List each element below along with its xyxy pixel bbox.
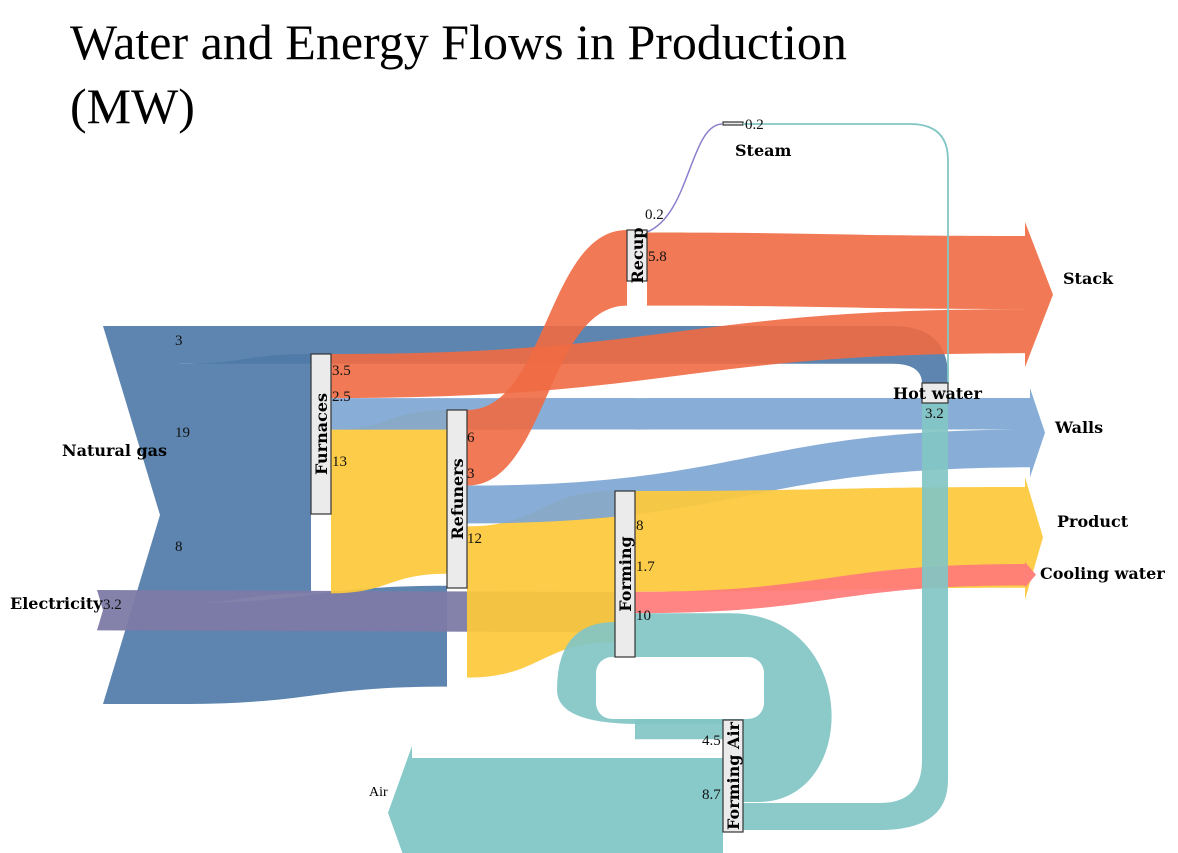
value-electricity-forming: 3.2 [103, 597, 122, 613]
air-label: Air [369, 785, 388, 800]
value-refuners-forming: 12 [467, 531, 482, 547]
flow-hot-water-to-forming-air [743, 403, 948, 830]
value-forming-air-forming: 4.5 [702, 733, 721, 749]
value-natural-gas-hot-water: 3 [175, 333, 183, 349]
recup-node-label: Recup [628, 227, 647, 283]
hot-water-node-box [921, 382, 949, 404]
forming-air-node-label: Forming Air [724, 721, 743, 829]
value-steam-hot-water: 0.2 [745, 117, 764, 133]
flow-refuners-to-forming [467, 491, 615, 678]
value-forming-cooling-water: 1.7 [636, 559, 655, 575]
natural-gas-label: Natural gas [62, 441, 167, 460]
value-furnaces-walls: 2.5 [332, 389, 351, 405]
flow-furnaces-to-refuners [331, 410, 447, 594]
steam-node [722, 121, 744, 126]
value-natural-gas-refuners: 8 [175, 539, 183, 555]
product-label: Product [1057, 512, 1129, 531]
flow-steam-to-hot-water [743, 123, 949, 383]
flow-natural-gas-to-furnaces [180, 354, 311, 604]
flow-recup-to-steam [646, 123, 723, 233]
furnaces-node-box [310, 353, 332, 515]
natural-gas-source [103, 326, 180, 704]
flow-forming-air-to-forming [557, 622, 723, 724]
value-refuners-walls: 3 [467, 466, 475, 482]
stack-label: Stack [1063, 269, 1114, 288]
value-recup-stack: 5.8 [648, 249, 667, 265]
cooling-water-arrowhead [1025, 562, 1036, 588]
cooling-water-label: Cooling water [1040, 564, 1165, 583]
walls-arrowhead [1030, 388, 1045, 478]
recup-node-box [626, 229, 648, 282]
forming-air-node-box [722, 719, 744, 833]
electricity-label: Electricity [10, 594, 103, 613]
value-natural-gas-furnaces: 19 [175, 425, 190, 441]
value-refuners-recup: 6 [467, 430, 475, 446]
value-furnaces-stack: 3.5 [332, 363, 351, 379]
loop-hole [596, 657, 764, 719]
value-forming-forming-air: 10 [636, 608, 651, 624]
forming-node-box [614, 490, 636, 658]
hot-water-label: Hot water [893, 384, 982, 403]
refuners-node-box [446, 409, 468, 589]
walls-label: Walls [1054, 418, 1103, 437]
flow-furnaces-to-stack [331, 309, 1025, 399]
stack-arrowhead [1025, 222, 1053, 368]
value-forming-air-air: 8.7 [702, 787, 721, 803]
forming-node-label: Forming [616, 536, 635, 611]
value-forming-product: 8 [636, 518, 644, 534]
furnaces-node-label: Furnaces [312, 393, 331, 475]
steam-label: Steam [735, 141, 791, 160]
value-furnaces-refuners: 13 [332, 454, 347, 470]
flow-recup-to-stack [647, 232, 1025, 310]
flow-forming-air-to-air [388, 746, 723, 853]
value-hot-water-forming-air: 3.2 [925, 406, 944, 422]
chart-title: Water and Energy Flows in Production (MW… [70, 14, 847, 134]
flow-refuners-to-walls [467, 429, 1030, 524]
refuners-node-label: Refuners [448, 458, 467, 539]
value-recup-steam: 0.2 [645, 207, 664, 223]
